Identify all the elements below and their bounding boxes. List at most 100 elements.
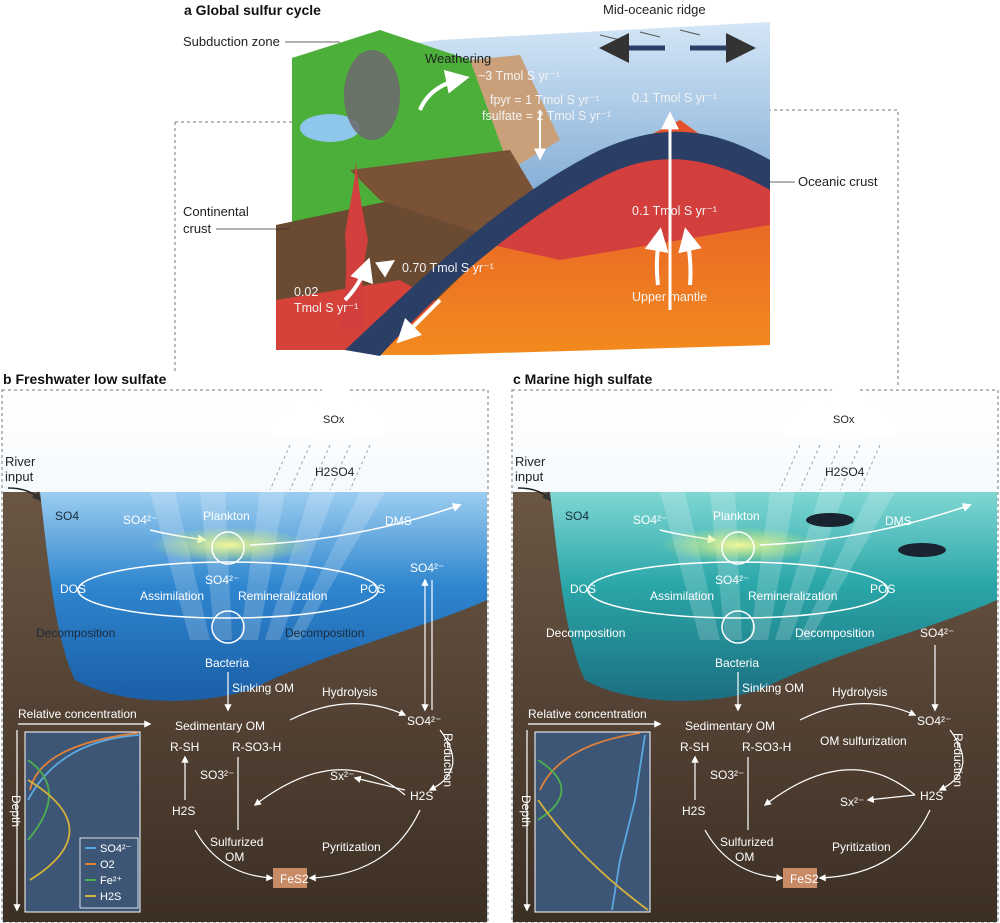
legend-b: SO4²⁻ O2 Fe²⁺ H2S <box>79 837 139 909</box>
label-f-pyr: fpyr = 1 Tmol S yr⁻¹ <box>490 93 600 107</box>
cloud-sox-c: SOx <box>833 414 855 426</box>
label-ridge-flux-top: 0.1 Tmol S yr⁻¹ <box>632 91 717 105</box>
sinking-om-c: Sinking OM <box>742 681 804 695</box>
panel-b: b Freshwater low sulfate SOx H2SO4 <box>1 371 489 923</box>
h2s-left-b: H2S <box>172 804 195 818</box>
panel-b-title: b Freshwater low sulfate <box>3 371 167 387</box>
h2s-right-b: H2S <box>410 789 433 803</box>
mantle-arrow-left <box>644 227 669 286</box>
sx-b: Sx²⁻ <box>330 769 354 783</box>
cloud-sox-b: SOx <box>323 414 345 426</box>
remineralization-c: Remineralization <box>748 589 837 603</box>
so4-sed-c: SO4²⁻ <box>917 714 951 728</box>
assimilation-c: Assimilation <box>650 589 714 603</box>
river-label-1-c: River <box>515 454 546 469</box>
so4-center-b: SO4²⁻ <box>205 573 239 587</box>
label-weathering: Weathering <box>425 51 491 66</box>
legend-h2s-b: H2S <box>100 891 121 903</box>
so3-b: SO3²⁻ <box>200 768 234 782</box>
label-f-sulfate: fsulfate = 2 Tmol S yr⁻¹ <box>482 109 611 123</box>
fes2-b: FeS2 <box>280 872 309 886</box>
r-so3h-c: R-SO3-H <box>742 740 791 754</box>
subduction-arrow <box>396 298 442 344</box>
legend-fe-b: Fe²⁺ <box>100 875 123 887</box>
fes2-box-c <box>783 868 817 888</box>
o2-curve-c <box>539 732 641 791</box>
so4-right-b: SO4²⁻ <box>410 561 444 575</box>
panel-a-frame <box>174 109 899 388</box>
h2s-curve-c <box>537 799 649 911</box>
panel-a: a Global sulfur cycle Subduction zone Mi <box>174 2 899 388</box>
mantle-arrow-right <box>678 227 702 286</box>
legend-o2-b: O2 <box>100 859 115 871</box>
om-sulfurization-c: OM sulfurization <box>820 734 907 748</box>
label-weathering-flux: ~3 Tmol S yr⁻¹ <box>478 69 560 83</box>
h2s-left-c: H2S <box>682 804 705 818</box>
label-oceanic-crust: Oceanic crust <box>798 174 878 189</box>
fe-curve-c <box>537 759 563 821</box>
bacteria-icon-b <box>211 610 245 644</box>
plankton-label-b: Plankton <box>203 509 250 523</box>
weathering-arrow <box>418 70 470 111</box>
bacteria-icon-c <box>721 610 755 644</box>
so4-2-c: SO4²⁻ <box>633 513 667 527</box>
volcanic-plume <box>344 50 400 140</box>
o2-curve-b <box>29 732 139 791</box>
plankton-glow-b <box>150 527 310 563</box>
river-label-1-b: River <box>5 454 36 469</box>
rain-b <box>269 444 371 491</box>
bacteria-label-b: Bacteria <box>205 656 249 670</box>
decomposition-right-b: Decomposition <box>285 626 364 640</box>
plankton-glow-c <box>660 527 820 563</box>
decomposition-right-c: Decomposition <box>795 626 874 640</box>
so4-c: SO4 <box>565 509 589 523</box>
hydrolysis-c: Hydrolysis <box>832 685 887 699</box>
pos-b: POS <box>360 582 385 596</box>
profile-box-c <box>534 731 651 913</box>
label-ridge-flux-mid: 0.1 Tmol S yr⁻¹ <box>632 204 717 218</box>
panel-a-title: a Global sulfur cycle <box>184 2 321 18</box>
h2s-curve-b <box>27 779 71 881</box>
label-volcano-flux-2: Tmol S yr⁻¹ <box>294 301 358 315</box>
river-label-2-b: input <box>5 469 34 484</box>
magma-conduit <box>340 160 368 330</box>
so4-right-c: SO4²⁻ <box>920 626 954 640</box>
sinking-om-b: Sinking OM <box>232 681 294 695</box>
rel-conc-b: Relative concentration <box>18 707 137 721</box>
r-sh-b: R-SH <box>170 740 199 754</box>
volcano-arrow <box>343 257 374 302</box>
subducting-slab <box>345 131 770 356</box>
sulfurized-om-2-c: OM <box>735 850 754 864</box>
rain-h2so4-c: H2SO4 <box>825 465 865 479</box>
r-sh-c: R-SH <box>680 740 709 754</box>
plankton-icon-b <box>211 531 245 565</box>
label-mid-oceanic-ridge: Mid-oceanic ridge <box>603 2 706 17</box>
dms-c: DMS <box>885 514 912 528</box>
label-continental: Continental <box>183 204 249 219</box>
legend-so4-b: SO4²⁻ <box>100 843 132 855</box>
rain-c <box>779 444 881 491</box>
h2s-right-c: H2S <box>920 789 943 803</box>
plankton-icon-c <box>721 531 755 565</box>
whale-icon-1 <box>806 513 854 527</box>
lake <box>300 114 360 142</box>
label-crust: crust <box>183 221 212 236</box>
remineralization-b: Remineralization <box>238 589 327 603</box>
label-volcano-flux-1: 0.02 <box>294 285 318 299</box>
cloud-c <box>770 385 910 439</box>
cycle-oval-upper-b <box>77 561 379 619</box>
so4-b: SO4 <box>55 509 79 523</box>
dos-c: DOS <box>570 582 596 596</box>
so4-curve-b <box>27 734 141 801</box>
rain-h2so4-b: H2SO4 <box>315 465 355 479</box>
plankton-label-c: Plankton <box>713 509 760 523</box>
sulfurized-om-2-b: OM <box>225 850 244 864</box>
rel-conc-c: Relative concentration <box>528 707 647 721</box>
panel-c: c Marine high sulfate SOx H2SO4 River in… <box>511 371 999 923</box>
r-so3h-b: R-SO3-H <box>232 740 281 754</box>
decomposition-left-c: Decomposition <box>546 626 625 640</box>
fes2-box-b <box>273 868 307 888</box>
dos-b: DOS <box>60 582 86 596</box>
reduction-c: Reduction <box>951 733 965 787</box>
